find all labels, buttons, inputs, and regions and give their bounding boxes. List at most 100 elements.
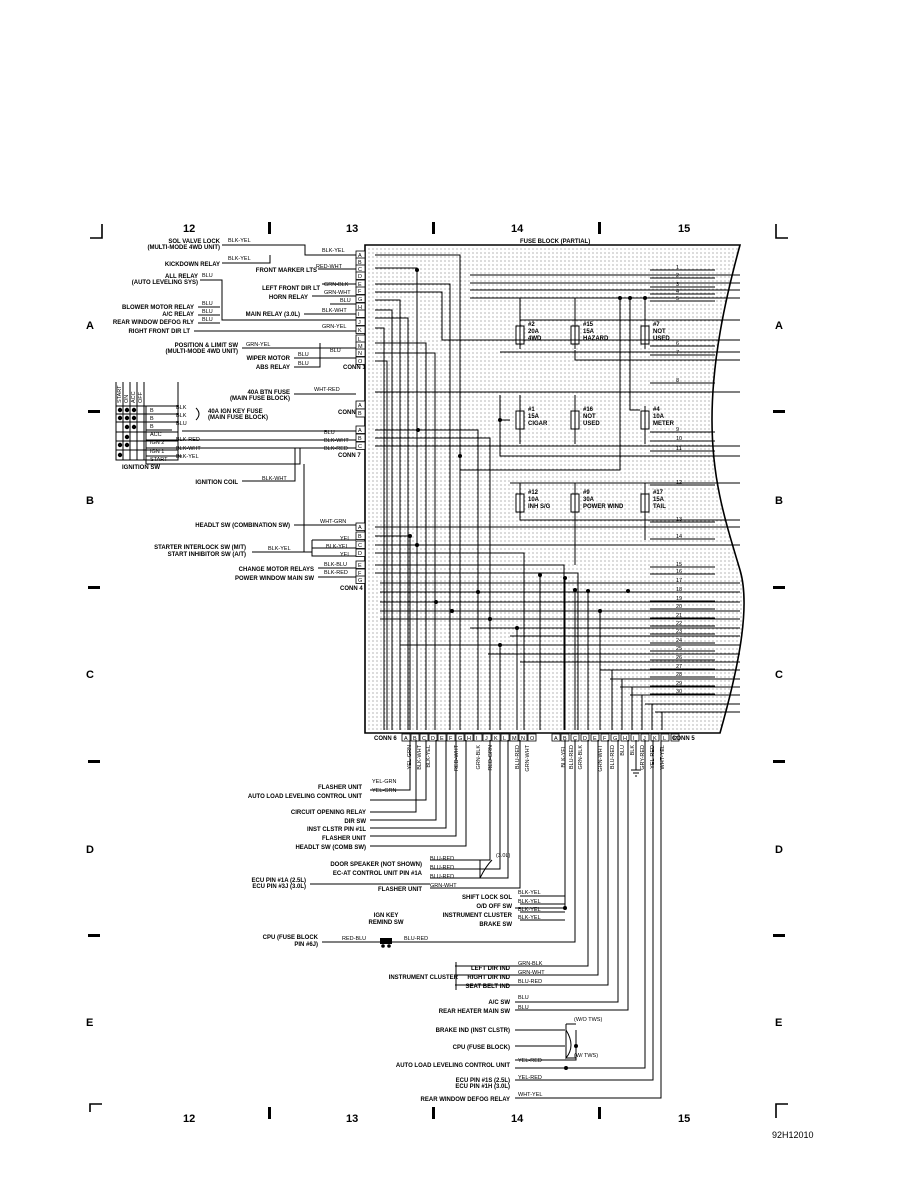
wire-line bbox=[222, 244, 356, 256]
conn6-pin-label: A bbox=[404, 736, 408, 742]
conn4-pin-label: C bbox=[358, 543, 362, 549]
conn7-label: CONN 7 bbox=[338, 453, 361, 459]
conn6-wire-color: RED-GRN bbox=[488, 745, 494, 771]
conn1-pin-label: O bbox=[358, 359, 363, 365]
fuse-number: #17 bbox=[653, 490, 664, 496]
conn6-pin bbox=[482, 733, 492, 742]
bus-number: 10 bbox=[676, 436, 682, 442]
conn1-pin bbox=[355, 286, 366, 295]
conn6-wire-color: RED-WHT bbox=[454, 744, 460, 771]
right-dir-ind-wire: GRN-WHT bbox=[518, 970, 545, 976]
auto-load-leveling-2-wire: YEL-RED bbox=[518, 1058, 542, 1064]
bus-number: 18 bbox=[676, 587, 682, 593]
conn3-pin-b-label: B bbox=[358, 411, 362, 417]
conn7-pin-label: C bbox=[358, 444, 362, 450]
conn7-pin bbox=[355, 433, 366, 442]
conn5-wire-color: GRN-WHT bbox=[598, 744, 604, 771]
rear-heater-wire: BLU bbox=[518, 1005, 529, 1011]
ecu-pin-wire: BLU-RED bbox=[430, 874, 454, 880]
conn7-a-wire: BLU bbox=[324, 430, 335, 436]
bus-number: 5 bbox=[676, 296, 679, 302]
bus-number: 29 bbox=[676, 681, 682, 687]
left-dir-ind-label: LEFT DIR IND bbox=[471, 966, 511, 972]
starter-interlock-label: STARTER INTERLOCK SW (M/T) bbox=[154, 545, 246, 551]
conn5-wire-color: GRN-BLK bbox=[578, 745, 584, 770]
ign-key-fuse-sub: (MAIN FUSE BLOCK) bbox=[208, 415, 268, 421]
headlt-sw-comb-label: HEADLT SW (COMB SW) bbox=[295, 845, 366, 851]
conn5-wire-color: BLU-RED bbox=[610, 745, 616, 769]
conn1-label: CONN 1 bbox=[343, 365, 366, 371]
right-dir-ind-label: RIGHT DIR IND bbox=[467, 975, 510, 981]
auto-load-leveling-2-label: AUTO LOAD LEVELING CONTROL UNIT bbox=[396, 1063, 510, 1069]
conn4-pin bbox=[355, 522, 366, 531]
headlt-sw-wire: WHT-GRN bbox=[320, 519, 346, 525]
bus-number: 4 bbox=[676, 289, 679, 295]
conn1-pin bbox=[355, 271, 366, 280]
conn6-pin-label: K bbox=[494, 736, 498, 742]
fuse-amp: 30A bbox=[583, 497, 595, 503]
fuse-amp: 10A bbox=[653, 414, 665, 420]
conn7-pin bbox=[355, 441, 366, 450]
ign-sw-header: START bbox=[117, 385, 123, 403]
ecu-pin-3j-label: ECU PIN #3J (3.0L) bbox=[252, 884, 306, 890]
row-e-right: E bbox=[775, 1017, 782, 1029]
conn6-pin-label: E bbox=[440, 736, 444, 742]
ignition-switch bbox=[115, 382, 179, 461]
conn1-pin bbox=[355, 325, 366, 334]
row-e-left: E bbox=[86, 1017, 93, 1029]
seat-belt-ind-label: SEAT BELT IND bbox=[466, 984, 511, 990]
row-d-right: D bbox=[775, 844, 783, 856]
conn5-label: CONN 5 bbox=[672, 736, 695, 742]
col-15-bottom: 15 bbox=[678, 1113, 690, 1125]
conn6-pin bbox=[419, 733, 429, 742]
col-14-bottom: 14 bbox=[511, 1113, 524, 1125]
conn5-pin-label: E bbox=[593, 736, 597, 742]
dir-sw-label: DIR SW bbox=[344, 819, 366, 825]
remind-sw-label: REMIND SW bbox=[369, 920, 404, 926]
ecu-pin-1s-wire: YEL-RED bbox=[518, 1075, 542, 1081]
conn6-wire-color: BLU-RED bbox=[515, 745, 521, 769]
all-relay-sub: (AUTO LEVELING SYS) bbox=[132, 280, 198, 286]
power-window-label: POWER WINDOW MAIN SW bbox=[235, 576, 314, 582]
conn4-pin-label: D bbox=[358, 551, 362, 557]
bus-number: 15 bbox=[676, 562, 682, 568]
wire-line bbox=[200, 279, 356, 321]
fuse-number: #7 bbox=[653, 322, 660, 328]
position-sw-wire: GRN-YEL bbox=[246, 342, 270, 348]
conn4-pin bbox=[355, 531, 366, 540]
ign-sw-wire: BLU bbox=[176, 421, 187, 427]
conn6-pin-label: N bbox=[521, 736, 525, 742]
bus-number: 6 bbox=[676, 341, 679, 347]
fuse-use: USED bbox=[583, 421, 600, 427]
front-marker-wire: RED-WHT bbox=[316, 264, 343, 270]
conn1-n-wire: BLU bbox=[330, 348, 341, 354]
conn5-pin bbox=[660, 733, 670, 742]
ecu-pin-1a-label: ECU PIN #1A (2.5L) bbox=[252, 878, 306, 884]
conn5-pin bbox=[630, 733, 640, 742]
all-relay-label: ALL RELAY bbox=[165, 274, 198, 280]
conn5-pin-label: M bbox=[673, 736, 678, 742]
ign-sw-title: IGNITION SW bbox=[122, 465, 160, 471]
cpu-wire-1: RED-BLU bbox=[342, 936, 366, 942]
conn1-pin-label: G bbox=[358, 297, 362, 303]
bus-number: 22 bbox=[676, 621, 682, 627]
door-speaker-label: DOOR SPEAKER (NOT SHOWN) bbox=[330, 862, 422, 868]
fuse-amp: 15A bbox=[583, 329, 595, 335]
wiper-motor-wire: BLU bbox=[298, 352, 309, 358]
wiper-motor-label: WIPER MOTOR bbox=[246, 356, 290, 362]
front-marker-label: FRONT MARKER LTS bbox=[256, 268, 317, 274]
ignition-coil-wire: BLK-WHT bbox=[262, 476, 287, 482]
row-a-left: A bbox=[86, 320, 94, 332]
cpu-fuse-block-label: CPU (FUSE BLOCK) bbox=[453, 1045, 510, 1051]
row-c-left: C bbox=[86, 669, 94, 681]
col-13-bottom: 13 bbox=[346, 1113, 358, 1125]
wire-line bbox=[198, 306, 220, 324]
conn1-pin-label: F bbox=[358, 289, 362, 295]
kickdown-relay-label: KICKDOWN RELAY bbox=[165, 262, 220, 268]
conn4-pin-label: A bbox=[358, 525, 362, 531]
conn6-wire-color: GRN-BLK bbox=[476, 745, 482, 770]
